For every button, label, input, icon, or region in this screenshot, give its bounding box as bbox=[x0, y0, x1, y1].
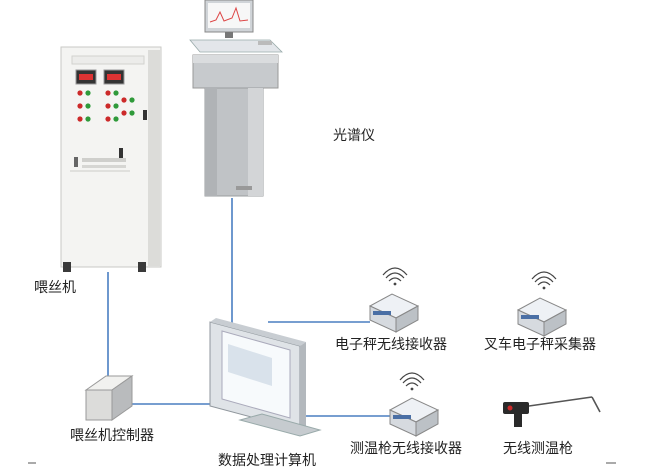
data-computer-label: 数据处理计算机 bbox=[218, 453, 316, 469]
forklift-scale-collector-label: 叉车电子秤采集器 bbox=[484, 337, 596, 353]
scale-receiver-device bbox=[368, 267, 420, 333]
wire-feeder-label: 喂丝机 bbox=[34, 280, 76, 296]
wire-feeder-controller-box bbox=[84, 375, 134, 421]
thermo-gun-receiver-label: 测温枪无线接收器 bbox=[350, 441, 462, 457]
bottom-mark-right bbox=[606, 462, 616, 464]
spectrometer-device bbox=[189, 0, 283, 197]
spectrometer-label: 光谱仪 bbox=[333, 128, 375, 144]
forklift-scale-collector-device bbox=[516, 271, 568, 337]
data-computer-monitor bbox=[209, 318, 322, 437]
wireless-thermo-gun-label: 无线测温枪 bbox=[503, 441, 573, 457]
wireless-thermo-gun-device bbox=[503, 396, 601, 427]
wire-feeder-controller-label: 喂丝机控制器 bbox=[70, 428, 154, 444]
thermo-gun-receiver-device bbox=[388, 372, 440, 437]
scale-receiver-label: 电子秤无线接收器 bbox=[335, 337, 447, 353]
wire-feeder-cabinet bbox=[60, 46, 162, 272]
bottom-mark-left bbox=[28, 462, 36, 464]
panel-buttons bbox=[77, 90, 135, 122]
connection-lines bbox=[107, 198, 390, 417]
